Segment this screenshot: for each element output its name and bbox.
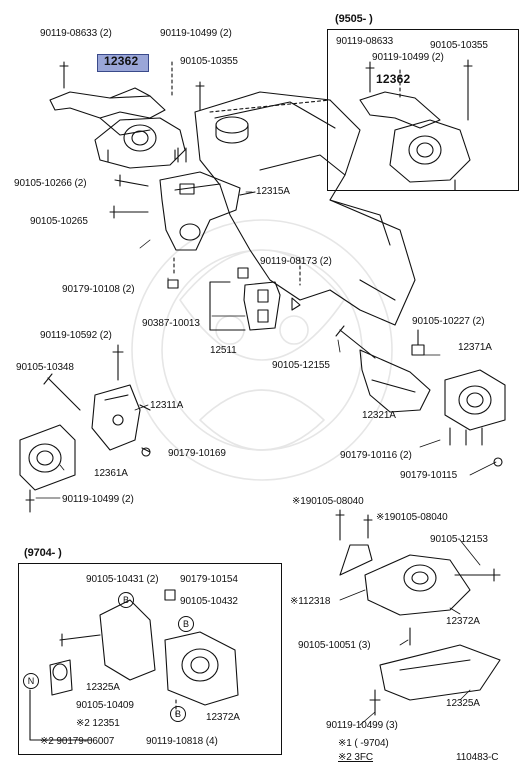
inset-label-12362[interactable]: 12362 — [376, 72, 411, 86]
bolts-top-left — [59, 61, 205, 163]
part-label-90119-10592[interactable]: 90119-10592 (2) — [40, 330, 112, 341]
bracket-12321A — [335, 325, 431, 413]
insulator-12372A-right — [339, 544, 501, 616]
part-label-90105-10265[interactable]: 90105-10265 — [30, 216, 88, 227]
figure-id: 110483-C — [456, 752, 499, 763]
bracket-12511 — [209, 259, 301, 331]
bracket-12315A — [159, 171, 256, 251]
inset-label-12351[interactable]: ※2 12351 — [76, 718, 120, 729]
part-label-12511[interactable]: 12511 — [210, 345, 237, 356]
bolts-left-middle — [43, 344, 151, 457]
inset-label-90119-08633[interactable]: 90119-08633 — [336, 36, 394, 47]
part-label-90179-10108[interactable]: 90179-10108 (2) — [62, 284, 135, 295]
inset-title-9505: (9505- ) — [335, 13, 373, 25]
part-label-12311A[interactable]: 12311A — [150, 400, 184, 411]
part-label-90119-10499-3[interactable]: 90119-10499 (3) — [326, 720, 398, 731]
inset-label-90119-10818[interactable]: 90119-10818 (4) — [146, 736, 218, 747]
part-label-90119-08173[interactable]: 90119-08173 (2) — [260, 256, 332, 267]
inset-box-9704 — [18, 563, 282, 755]
bolts-12315A — [109, 174, 179, 289]
part-label-12325A-right[interactable]: 12325A — [446, 698, 480, 709]
inset-label-12372A[interactable]: 12372A — [206, 712, 240, 723]
bracket-12311A — [91, 384, 151, 451]
part-label-90119-10499-mid[interactable]: 90119-10499 (2) — [62, 494, 134, 505]
part-label-90105-10355[interactable]: 90105-10355 — [180, 56, 238, 67]
footnote-2: ※2 3FC — [338, 752, 374, 763]
inset-label-90105-10431[interactable]: 90105-10431 (2) — [86, 574, 159, 585]
part-label-90105-12153[interactable]: 90105-12153 — [430, 534, 488, 545]
inset-label-90105-10409[interactable]: 90105-10409 — [76, 700, 134, 711]
part-label-90119-10499-top[interactable]: 90119-10499 (2) — [160, 28, 232, 39]
part-label-12362[interactable]: 12362 — [104, 54, 139, 68]
part-label-12361A[interactable]: 12361A — [94, 468, 128, 479]
part-label-12315A[interactable]: 12315A — [256, 186, 290, 197]
bolts-right-lower — [335, 509, 411, 646]
inset-label-90105-10432[interactable]: 90105-10432 — [180, 596, 238, 607]
part-label-90119-08633[interactable]: 90119-08633 (2) — [40, 28, 112, 39]
bracket-12362 — [49, 87, 166, 136]
part-label-12371A[interactable]: 12371A — [458, 342, 492, 353]
engine-mount-top-left — [94, 117, 186, 169]
part-label-90105-10227[interactable]: 90105-10227 (2) — [412, 316, 485, 327]
part-label-90179-10169[interactable]: 90179-10169 — [168, 448, 226, 459]
part-label-90105-10051[interactable]: 90105-10051 (3) — [298, 640, 371, 651]
insulator-12371A — [444, 369, 506, 467]
part-label-90105-10266[interactable]: 90105-10266 (2) — [14, 178, 87, 189]
part-label-12372A-right[interactable]: 12372A — [446, 616, 480, 627]
inset-label-90179-10154[interactable]: 90179-10154 — [180, 574, 238, 585]
part-highlight-12362 — [97, 54, 149, 72]
part-label-112318[interactable]: ※112318 — [290, 596, 331, 607]
inset-title-9704: (9704- ) — [24, 547, 62, 559]
callout-b-1: B — [118, 592, 134, 608]
insulator-12361A — [19, 424, 76, 513]
engine-block-outline — [194, 91, 416, 326]
callout-b-3: B — [170, 706, 186, 722]
inset-9505-artwork — [359, 59, 473, 191]
part-label-12321A[interactable]: 12321A — [362, 410, 396, 421]
part-label-90179-10115[interactable]: 90179-10115 — [400, 470, 458, 481]
inset-9704-artwork — [29, 589, 239, 741]
inset-label-90105-10355[interactable]: 90105-10355 — [430, 40, 488, 51]
part-label-90179-10116[interactable]: 90179-10116 (2) — [340, 450, 412, 461]
inset-label-12325A[interactable]: 12325A — [86, 682, 120, 693]
callout-n: N — [23, 673, 39, 689]
part-label-90105-12155[interactable]: 90105-12155 — [272, 360, 330, 371]
part-label-190105-08040-b[interactable]: ※190105-08040 — [376, 512, 448, 523]
part-label-90387-10013[interactable]: 90387-10013 — [142, 318, 200, 329]
part-label-190105-08040-a[interactable]: ※190105-08040 — [292, 496, 364, 507]
footnote-1: ※1 ( -9704) — [338, 738, 389, 749]
callout-b-2: B — [178, 616, 194, 632]
inset-label-90119-10499[interactable]: 90119-10499 (2) — [372, 52, 444, 63]
leader-lines — [35, 191, 497, 726]
bracket-12325A-right — [369, 644, 501, 716]
inset-box-9505 — [327, 29, 519, 191]
inset-label-90179-06007[interactable]: ※2 90179-06007 — [40, 736, 115, 747]
part-label-90105-10348[interactable]: 90105-10348 — [16, 362, 74, 373]
